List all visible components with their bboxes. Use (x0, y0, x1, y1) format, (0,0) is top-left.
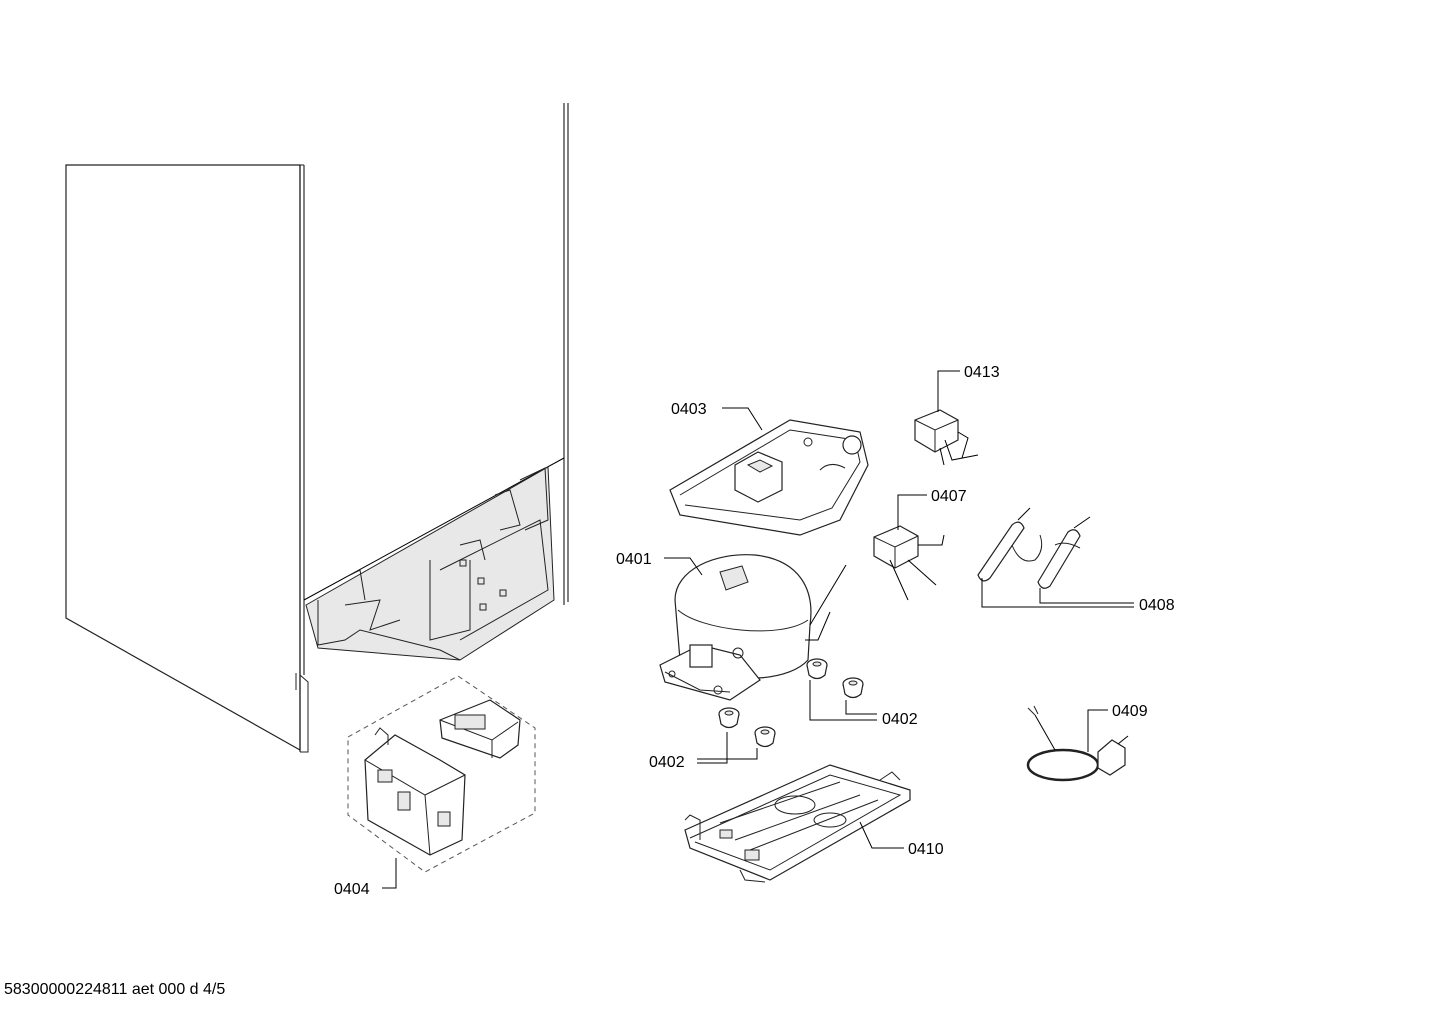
callout-0410: 0410 (908, 841, 944, 858)
grommet-2 (842, 677, 864, 699)
callout-0408: 0408 (1139, 597, 1175, 614)
document-footer-code: 58300000224811 aet 000 d 4/5 (4, 981, 226, 998)
callout-0402-right: 0402 (882, 711, 918, 728)
callout-0401: 0401 (616, 551, 652, 568)
grommet-3 (718, 707, 740, 729)
compressor (659, 554, 847, 701)
callout-0404: 0404 (334, 881, 370, 898)
rubber-grommets (718, 658, 864, 748)
machine-compartment (305, 466, 555, 661)
starter-relay-upper (914, 409, 979, 466)
callout-0403: 0403 (671, 401, 707, 418)
refrigerator-cabinet (65, 103, 569, 753)
drip-tray (669, 419, 869, 536)
callout-0409: 0409 (1112, 703, 1148, 720)
control-module-assembly (347, 675, 536, 873)
callout-0407: 0407 (931, 488, 967, 505)
power-cord (1026, 705, 1129, 782)
temperature-sensors (977, 507, 1091, 589)
grommet-4 (754, 726, 776, 748)
callout-labels: 0413 0403 0407 0401 0408 0402 0402 0409 … (334, 364, 1175, 898)
leader-lines (382, 370, 1134, 889)
grommet-1 (806, 658, 828, 680)
callout-0402-left: 0402 (649, 754, 685, 771)
compressor-base-frame (684, 764, 911, 883)
callout-0413: 0413 (964, 364, 1000, 381)
starter-relay-lower (873, 525, 945, 601)
